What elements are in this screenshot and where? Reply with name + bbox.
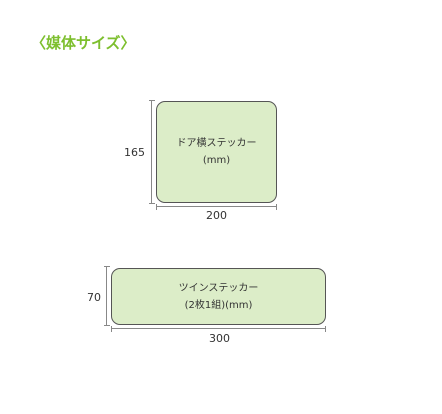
door-sticker-height-label: 165	[124, 146, 145, 159]
twin-sticker-name: ツインステッカー	[178, 282, 259, 294]
door-sticker-width-label: 200	[206, 209, 227, 222]
twin-sticker: ツインステッカー (2枚1組)(mm)	[111, 268, 326, 325]
door-sticker-unit: (mm)	[202, 155, 231, 166]
section-heading: 〈媒体サイズ〉	[31, 34, 136, 52]
door-side-sticker: ドア横ステッカー (mm)	[156, 101, 277, 203]
twin-sticker-height-label: 70	[87, 291, 101, 304]
twin-sticker-unit: (2枚1組)(mm)	[184, 299, 253, 311]
twin-sticker-width-label: 300	[209, 332, 230, 345]
door-sticker-name: ドア横ステッカー	[176, 138, 257, 149]
